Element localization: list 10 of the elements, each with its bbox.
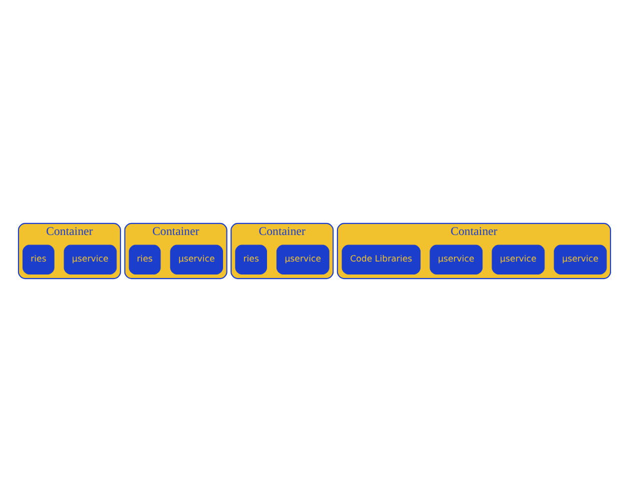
node-box: ries: [235, 244, 267, 274]
node-box: µservice: [64, 244, 117, 274]
node-box: ries: [128, 244, 161, 274]
node-box: µservice: [276, 244, 330, 274]
node-box: ries: [22, 244, 54, 274]
node-box: µservice: [492, 244, 545, 274]
node-box: µservice: [430, 244, 483, 274]
node-box: Code Libraries: [342, 244, 421, 274]
node-box: µservice: [170, 244, 224, 274]
node-box: µservice: [554, 244, 607, 274]
